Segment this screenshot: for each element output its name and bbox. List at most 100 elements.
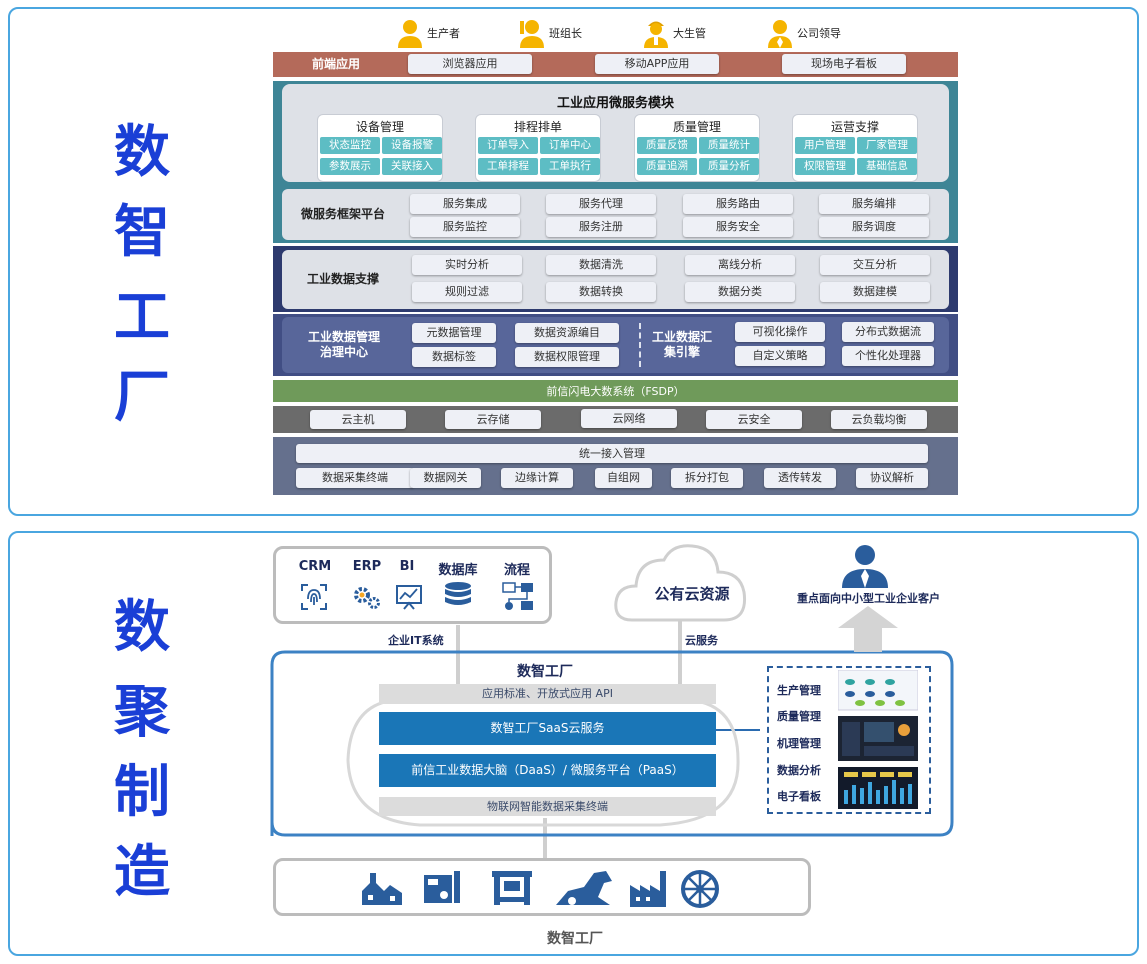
framework-item: 服务编排 — [819, 194, 929, 214]
app-label: 机理管理 — [777, 737, 821, 750]
it-system-label: 流程 — [503, 563, 530, 578]
module-quality: 质量管理 质量反馈 质量统计 质量追溯 质量分析 — [634, 114, 760, 182]
frontend-band: 前端应用 浏览器应用 移动APP应用 现场电子看板 — [273, 52, 958, 77]
access-item: 拆分打包 — [671, 468, 743, 488]
layer-iot: 物联网智能数据采集终端 — [379, 797, 716, 816]
layer-daas-paas: 前信工业数据大脑（DaaS）/ 微服务平台（PaaS） — [379, 754, 716, 787]
frontend-item: 移动APP应用 — [595, 54, 719, 74]
cloud-item: 云存储 — [445, 410, 541, 429]
module-item: 厂家管理 — [857, 137, 917, 154]
app-label: 质量管理 — [777, 710, 821, 723]
company-leader-icon — [768, 20, 792, 48]
data-support-label: 工业数据支撑 — [306, 272, 379, 286]
database-icon — [445, 582, 471, 605]
customer-label: 重点面向中小型工业企业客户 — [797, 592, 940, 605]
module-item: 关联接入 — [382, 158, 442, 175]
app-label: 生产管理 — [777, 684, 821, 697]
wheel-icon — [681, 870, 719, 908]
data-support-item: 离线分析 — [685, 255, 795, 275]
role-producer: 生产者 — [396, 16, 460, 50]
microservice-module-band: 工业应用微服务模块 设备管理 状态监控 设备报警 参数展示 关联接入 排程排单 … — [273, 81, 958, 185]
governance-divider — [639, 323, 641, 367]
devices-caption: 数智工厂 — [547, 931, 603, 947]
app-label: 数据分析 — [777, 764, 821, 777]
apps-box — [767, 666, 931, 814]
layer-api: 应用标准、开放式应用 API — [379, 684, 716, 704]
customer-icon — [842, 545, 888, 588]
side-char: 数 — [114, 120, 170, 185]
access-title: 统一接入管理 — [296, 444, 928, 463]
cloud-item: 云网络 — [581, 409, 677, 428]
module-equipment: 设备管理 状态监控 设备报警 参数展示 关联接入 — [317, 114, 443, 182]
team-leader-icon — [520, 20, 544, 48]
framework-item: 服务代理 — [546, 194, 656, 214]
access-item: 数据网关 — [410, 468, 481, 488]
framework-label: 微服务框架平台 — [300, 207, 385, 221]
module-title: 排程排单 — [513, 120, 562, 134]
side-char: 智 — [114, 200, 170, 265]
side-char: 数 — [114, 595, 170, 660]
side-char: 造 — [114, 840, 170, 905]
aggregation-item: 可视化操作 — [735, 322, 825, 342]
cloud-title: 公有云资源 — [654, 585, 730, 603]
module-item: 质量反馈 — [637, 137, 697, 154]
module-item: 权限管理 — [795, 158, 855, 175]
module-item: 订单中心 — [540, 137, 600, 154]
data-support-item: 规则过滤 — [412, 282, 522, 302]
module-item: 工单排程 — [478, 158, 538, 175]
framework-item: 服务监控 — [410, 217, 520, 237]
side-char: 厂 — [114, 365, 170, 430]
machine-icon — [424, 871, 460, 903]
cloud-item: 云负载均衡 — [831, 410, 927, 429]
dashboard-screenshots — [838, 670, 918, 809]
framework-item: 服务调度 — [819, 217, 929, 237]
framework-item: 服务安全 — [683, 217, 793, 237]
app-label: 电子看板 — [777, 790, 821, 803]
data-support-band: 工业数据支撑 实时分析 数据清洗 离线分析 交互分析 规则过滤 数据转换 数据分… — [273, 246, 958, 312]
governance-item: 数据资源编目 — [515, 323, 619, 343]
governance-container: 工业数据管理治理中心 元数据管理 数据资源编目 数据标签 数据权限管理 工业数据… — [282, 317, 949, 373]
frontend-item: 浏览器应用 — [408, 54, 532, 74]
governance-label: 工业数据管理治理中心 — [307, 330, 380, 359]
data-support-item: 实时分析 — [412, 255, 522, 275]
fsdp-label: 前信闪电大数系统（FSDP） — [546, 385, 685, 398]
it-system-label: BI — [399, 559, 415, 574]
it-system-label: CRM — [298, 559, 332, 574]
it-system-label: 数据库 — [438, 563, 478, 578]
fsdp-band: 前信闪电大数系统（FSDP） — [273, 380, 958, 402]
excavator-icon — [556, 871, 612, 905]
press-icon — [492, 871, 532, 905]
governance-item: 数据权限管理 — [515, 347, 619, 367]
access-band: 统一接入管理 数据采集终端 数据网关 边缘计算 自组网 拆分打包 透传转发 协议… — [273, 437, 958, 495]
data-support-item: 交互分析 — [820, 255, 930, 275]
frontend-label: 前端应用 — [311, 57, 360, 71]
module-item: 设备报警 — [382, 137, 442, 154]
chart-monitor-icon — [396, 585, 422, 610]
aggregation-item: 分布式数据流 — [842, 322, 934, 342]
microservice-module-title: 工业应用微服务模块 — [556, 96, 674, 111]
data-support-container: 工业数据支撑 实时分析 数据清洗 离线分析 交互分析 规则过滤 数据转换 数据分… — [282, 250, 949, 309]
data-support-item: 数据分类 — [685, 282, 795, 302]
side-char: 聚 — [114, 680, 170, 745]
role-company-leader: 公司领导 — [766, 16, 841, 50]
framework-band: 微服务框架平台 服务集成 服务代理 服务路由 服务编排 服务监控 服务注册 服务… — [273, 185, 958, 243]
module-title: 质量管理 — [672, 120, 721, 134]
module-item: 参数展示 — [320, 158, 380, 175]
microservice-module-container: 工业应用微服务模块 设备管理 状态监控 设备报警 参数展示 关联接入 排程排单 … — [282, 84, 949, 182]
access-item: 边缘计算 — [501, 468, 573, 488]
module-title: 运营支撑 — [830, 120, 879, 134]
production-manager-icon — [644, 21, 668, 48]
module-item: 状态监控 — [320, 137, 380, 154]
factory-title: 数智工厂 — [517, 664, 573, 680]
framework-item: 服务注册 — [546, 217, 656, 237]
aggregation-label: 工业数据汇集引擎 — [652, 330, 713, 359]
worker-icon — [398, 20, 422, 48]
gears-icon — [354, 587, 380, 609]
data-support-item: 数据建模 — [820, 282, 930, 302]
role-label: 大生管 — [673, 27, 706, 40]
devices-box — [273, 858, 811, 916]
role-label: 公司领导 — [797, 27, 841, 40]
cloud-item: 云安全 — [706, 410, 802, 429]
framework-item: 服务集成 — [410, 194, 520, 214]
